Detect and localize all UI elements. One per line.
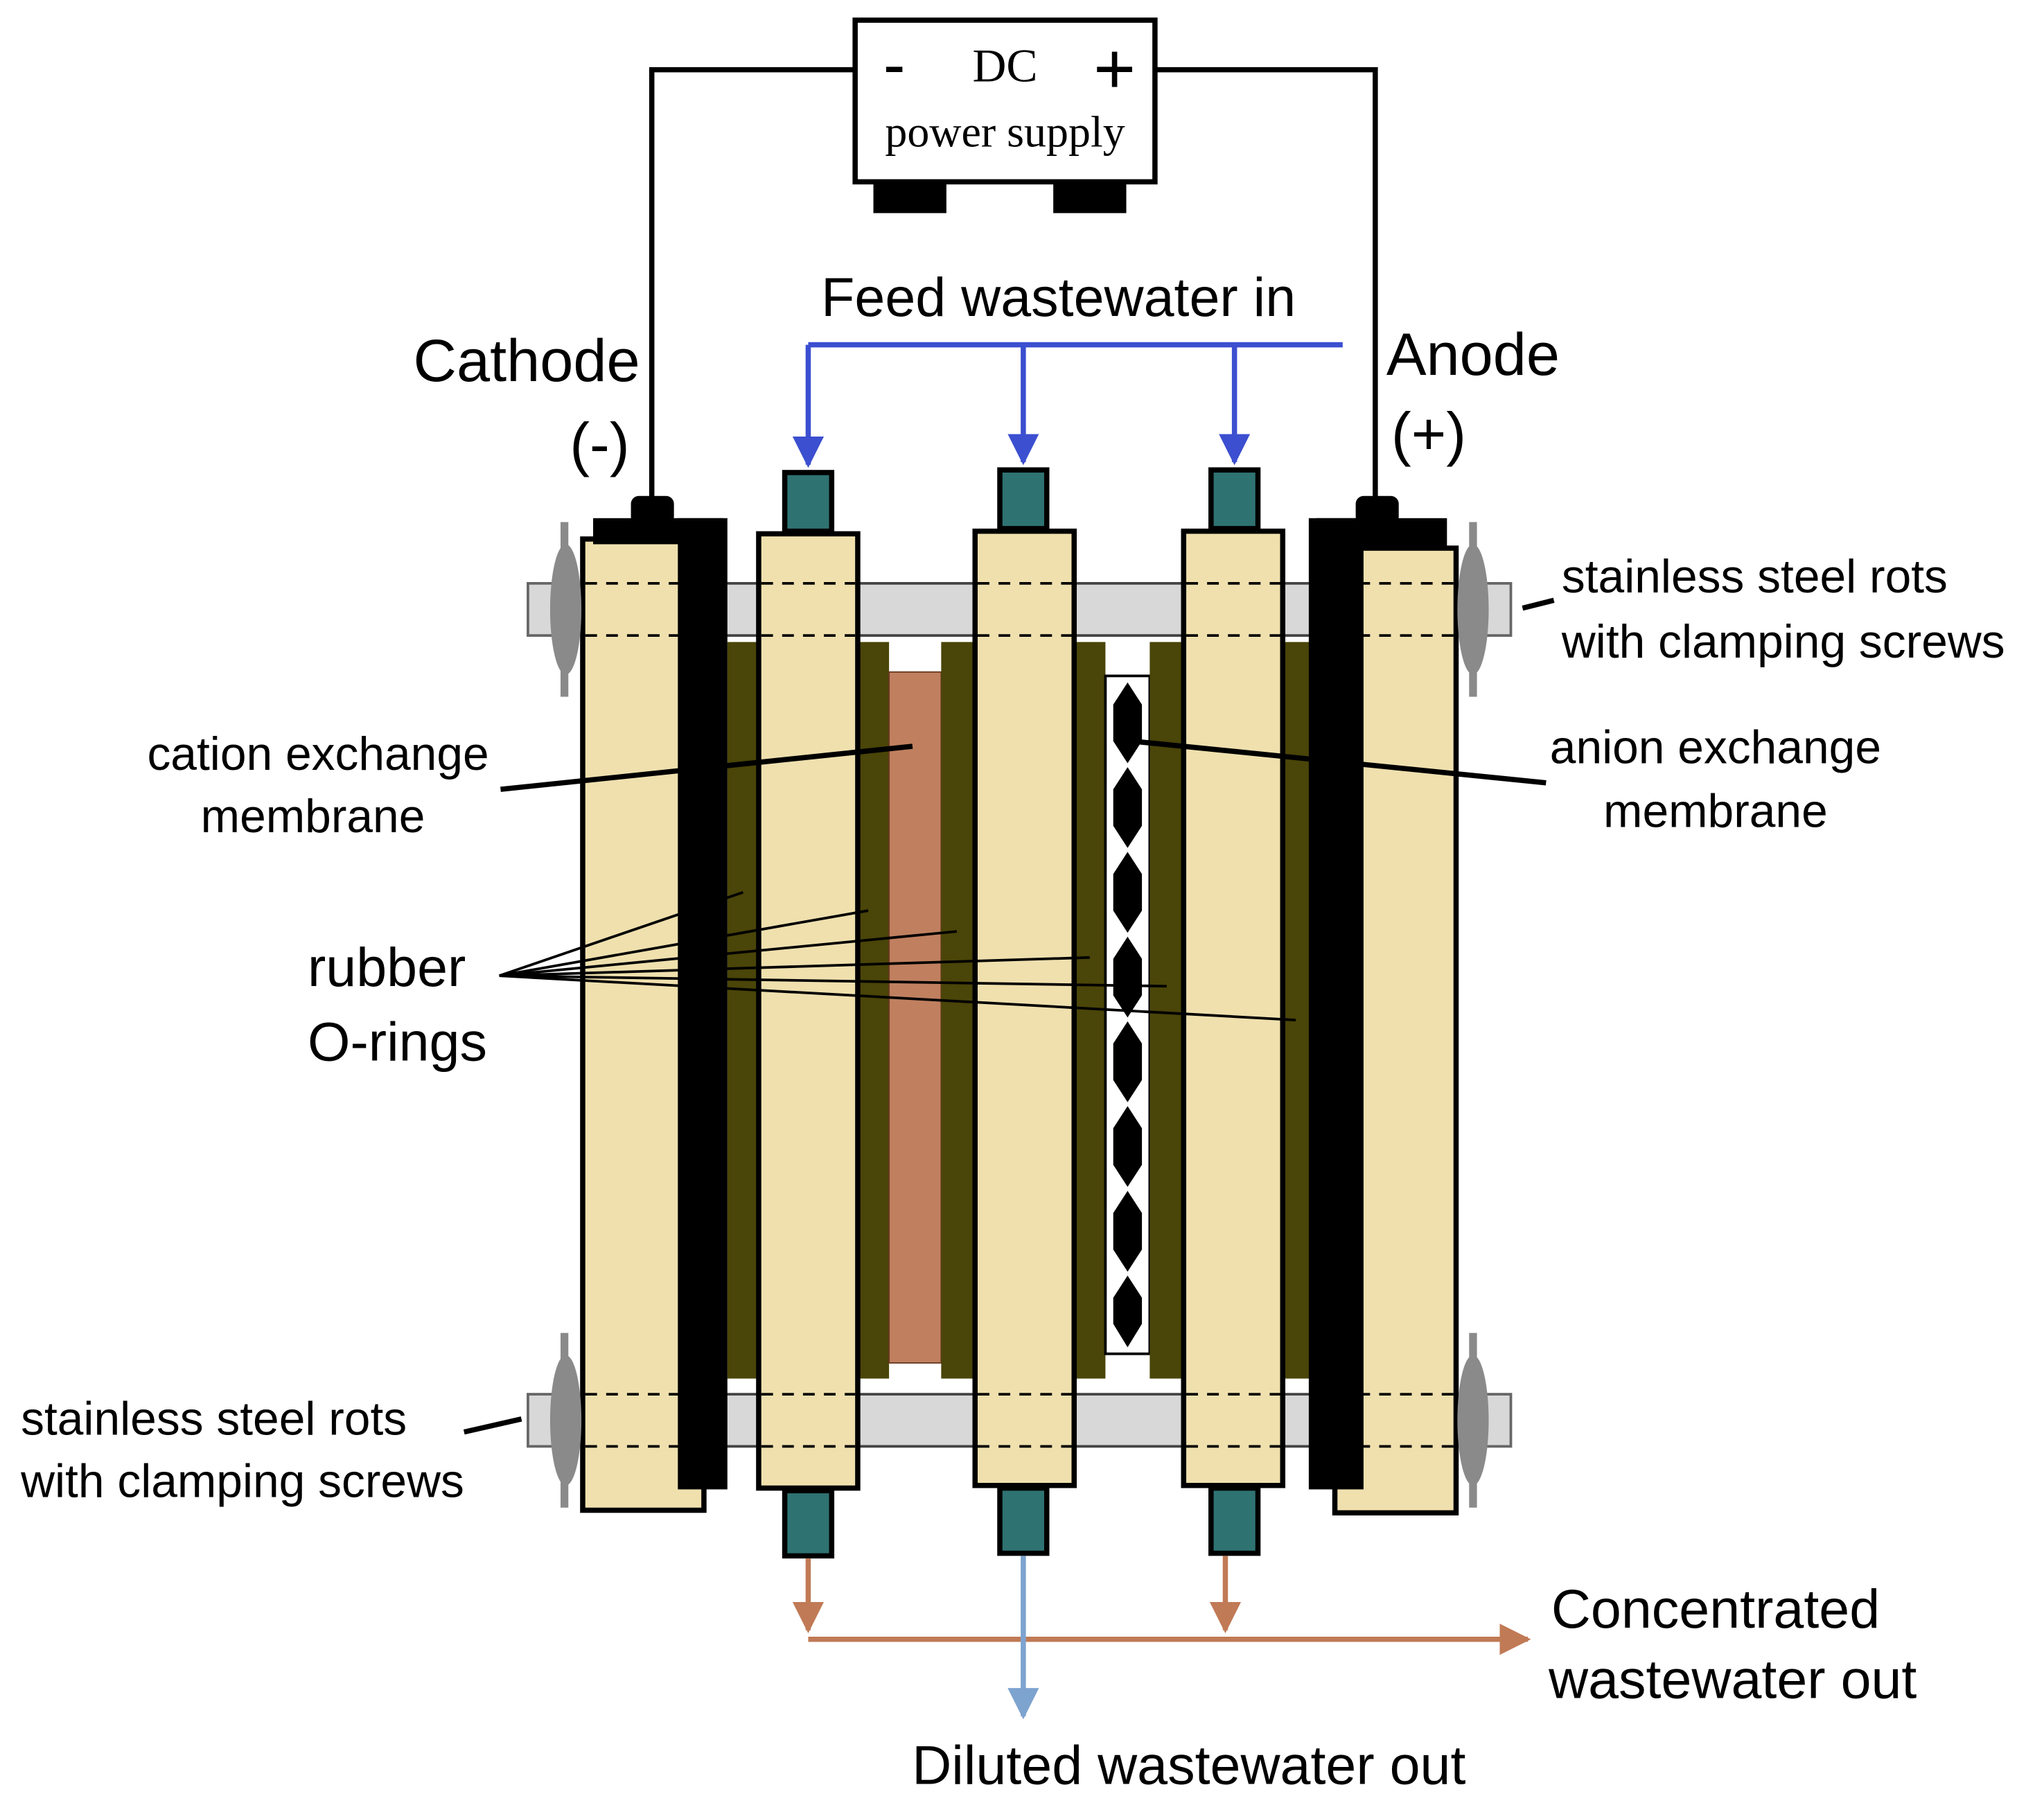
screw-bottom-right [1457, 1332, 1513, 1508]
anode-sign-label: (+) [1391, 401, 1466, 468]
cation-label-line2: membrane [201, 791, 425, 843]
power-supply-box [852, 17, 1158, 185]
compartment-frame-3 [1181, 528, 1286, 1488]
screw-top-right [1457, 522, 1513, 697]
screw-top-left [527, 522, 582, 697]
oring-2 [857, 642, 890, 1379]
anion-label-line1: anion exchange [1550, 721, 1881, 773]
anode-label: Anode [1386, 322, 1560, 388]
cation-exchange-membrane [888, 671, 942, 1364]
power-supply-minus: - [884, 28, 905, 98]
inlet-port-1 [782, 470, 835, 534]
power-supply: - DC + power supply [852, 17, 1158, 213]
rods-right-label-line2: with clamping screws [1561, 616, 2005, 668]
rods-left-leader [463, 1416, 522, 1435]
oring-3 [941, 642, 976, 1379]
power-supply-subtitle: power supply [885, 107, 1125, 157]
feed-flow [792, 342, 1343, 468]
power-supply-foot-left [873, 182, 946, 213]
rods-right-leader [1522, 597, 1555, 611]
outlet-port-3 [1208, 1485, 1261, 1556]
concentrate-flow [792, 1556, 1531, 1655]
rods-right-label-line1: stainless steel rots [1562, 551, 1948, 603]
diluted-out-label: Diluted wastewater out [912, 1734, 1465, 1796]
outlet-port-2 [997, 1485, 1050, 1556]
rods-left-label-line1: stainless steel rots [21, 1393, 407, 1445]
compartment-frame-1 [756, 531, 861, 1491]
cathode-sign-label: (-) [570, 412, 629, 478]
concentrated-label-line2: wastewater out [1548, 1648, 1917, 1709]
anode-wire [1154, 67, 1378, 504]
rods-left-label-line2: with clamping screws [20, 1456, 464, 1508]
membrane-stack [727, 642, 1312, 1379]
feed-in-label: Feed wastewater in [821, 266, 1296, 328]
anion-leader [1131, 738, 1547, 786]
orings-label-line2: O-rings [308, 1010, 487, 1072]
concentrated-label-line1: Concentrated [1551, 1578, 1880, 1639]
rod-channels [585, 581, 1454, 1448]
orings-leaders [498, 890, 1296, 1021]
ports [782, 467, 1261, 1559]
oring-5 [1149, 642, 1184, 1379]
inlet-port-3 [1208, 467, 1261, 531]
screw-bottom-left [527, 1332, 582, 1508]
power-supply-foot-right [1053, 182, 1127, 213]
cathode-wire [649, 67, 856, 504]
anion-label-line2: membrane [1603, 786, 1828, 838]
cation-label-line1: cation exchange [147, 728, 488, 780]
inlet-port-2 [997, 467, 1050, 531]
outlet-port-1 [782, 1488, 835, 1559]
cation-leader [500, 744, 913, 792]
anode-terminal [1355, 495, 1399, 525]
cathode-electrode [678, 518, 728, 1490]
cathode-terminal [631, 495, 674, 525]
power-supply-plus: + [1093, 27, 1136, 111]
clamping-screws [527, 522, 1513, 1508]
orings-label-line1: rubber [308, 936, 466, 998]
anode-electrode [1308, 518, 1364, 1490]
labels: Feed wastewater in Cathode (-) Anode (+)… [20, 266, 2005, 1795]
cathode-label: Cathode [413, 328, 640, 394]
frames [580, 495, 1459, 1516]
oring-1 [727, 642, 759, 1379]
power-supply-title: DC [973, 40, 1038, 92]
anion-exchange-membrane [1104, 674, 1152, 1355]
compartment-frame-2 [972, 528, 1077, 1488]
leader-lines [463, 597, 1555, 1435]
